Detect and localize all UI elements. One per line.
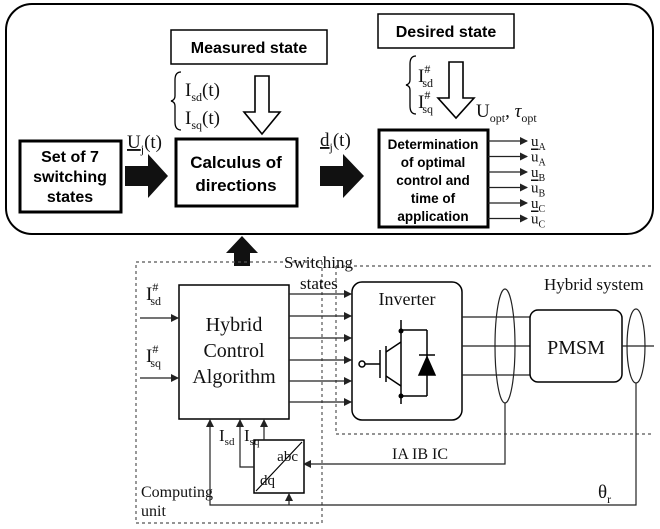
igbt-diode-icon	[358, 320, 437, 404]
transform-diagonal	[255, 441, 303, 492]
set-label-1: Set of 7	[41, 149, 99, 166]
desired-isq: I#sq	[418, 88, 433, 116]
desired-brace	[405, 55, 417, 115]
desired-hollow-arrow	[436, 61, 476, 120]
dq-label: dq	[260, 473, 276, 489]
det-label-3: control and	[396, 173, 470, 188]
output-label: uC	[531, 212, 546, 231]
inverter-box	[351, 281, 463, 421]
input-isd: I#sd	[146, 280, 161, 308]
feedback-isd: Isd	[219, 426, 235, 448]
computing-label-1: Computing	[141, 484, 213, 501]
det-label-4: time of	[411, 191, 456, 206]
inverter-label: Inverter	[379, 289, 436, 309]
measured-state-label: Measured state	[191, 40, 308, 57]
calc-label-1: Calculus of	[190, 153, 282, 172]
desired-state-box	[377, 13, 515, 49]
hybrid-system-label: Hybrid system	[544, 275, 644, 294]
desired-state-label: Desired state	[396, 24, 497, 41]
hca-label-1: Hybrid	[206, 314, 263, 336]
set-label-3: states	[47, 189, 93, 206]
output-label: uB	[531, 181, 546, 200]
measured-brace	[170, 71, 182, 131]
switching-lines	[289, 290, 352, 406]
switching-states-label-2: states	[300, 274, 338, 293]
big-arrow-1	[125, 154, 168, 198]
switching-states-set-box	[18, 139, 123, 214]
hca-label-3: Algorithm	[192, 366, 276, 388]
measured-hollow-arrow	[242, 75, 282, 136]
switching-states-label-1: Switching	[284, 253, 353, 272]
top-panel	[5, 3, 654, 235]
currents-label: IA IB IC	[392, 446, 448, 463]
measured-isq: Isq(t)	[185, 108, 220, 132]
feedback-isq: Isq	[244, 426, 260, 448]
currents-feedback-line	[303, 403, 506, 468]
hca-label-2: Control	[203, 340, 265, 362]
hybrid-control-algorithm-box	[178, 284, 290, 420]
theta-label: θr	[598, 482, 611, 506]
measured-state-box	[170, 29, 328, 65]
uj-label: Uj(t)	[127, 132, 162, 156]
big-up-arrow	[226, 236, 258, 266]
theta-feedback-line	[206, 383, 637, 506]
isd-feedback-line	[236, 419, 254, 468]
computing-unit-boundary	[135, 261, 323, 524]
input-isq: I#sq	[146, 342, 161, 370]
big-arrow-2	[320, 154, 364, 198]
measured-isd: Isd(t)	[185, 80, 220, 104]
uopt-tauopt: Uopt, τopt	[476, 101, 537, 125]
det-label-2: of optimal	[401, 155, 466, 170]
calculus-directions-box	[174, 137, 299, 208]
determination-box	[377, 128, 490, 229]
set-label-2: switching	[33, 169, 107, 186]
output-label: uA	[531, 134, 547, 153]
output-label: uA	[531, 150, 547, 169]
hybrid-system-boundary	[335, 265, 653, 435]
det-label-5: application	[397, 209, 468, 224]
dj-label: dj(t)	[320, 130, 351, 154]
abc-label: abc	[277, 449, 298, 465]
pmsm-label: PMSM	[547, 337, 605, 359]
output-label: uC	[531, 196, 546, 215]
calc-label-2: directions	[195, 176, 276, 195]
desired-isd: I#sd	[418, 62, 433, 90]
det-label-1: Determination	[388, 137, 479, 152]
output-label: uB	[531, 165, 546, 184]
computing-label-2: unit	[141, 503, 166, 520]
